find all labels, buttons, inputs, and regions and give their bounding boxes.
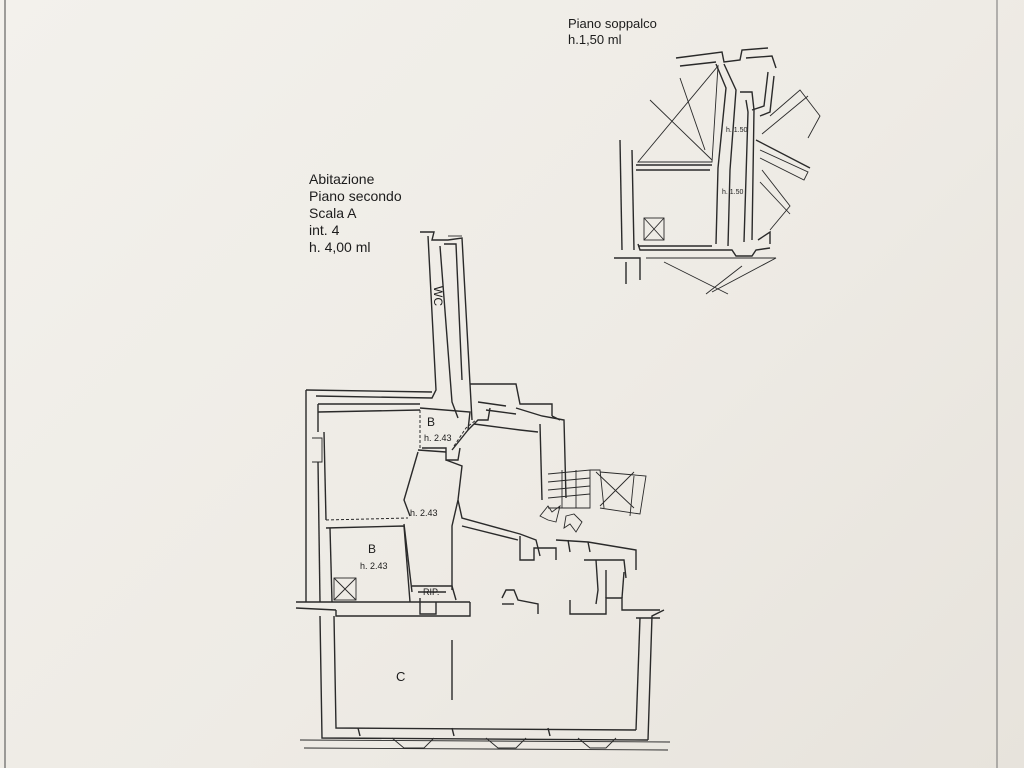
room-label-rip: RIP. <box>423 587 440 597</box>
mezzanine-height-1: h. 1.50 <box>726 127 748 134</box>
mezzanine-title-line-1: Piano soppalco <box>568 16 657 31</box>
main-apartment-plan <box>295 231 671 751</box>
title-line-1: Abitazione <box>309 171 375 187</box>
room-label-c: C <box>396 669 406 684</box>
room-label-b-upper: B <box>427 415 436 429</box>
mezzanine-title-block: Piano soppalco h.1,50 ml <box>568 16 657 48</box>
mezzanine-plan <box>614 47 821 295</box>
sheet-right-edge <box>996 0 998 768</box>
room-height-b-upper: h. 2.43 <box>424 433 452 443</box>
room-label-wc: WC <box>431 286 445 306</box>
title-line-5: h. 4,00 ml <box>309 239 371 255</box>
title-line-4: int. 4 <box>309 222 340 238</box>
room-height-corridor: h. 2.43 <box>410 508 438 518</box>
apartment-title-block: Abitazione Piano secondo Scala A int. 4 … <box>309 171 402 256</box>
mezzanine-title-line-2: h.1,50 ml <box>568 32 622 47</box>
room-height-b-lower: h. 2.43 <box>360 561 388 571</box>
title-line-2: Piano secondo <box>309 188 402 204</box>
title-line-3: Scala A <box>309 205 357 221</box>
sheet-left-edge <box>4 0 6 768</box>
mezzanine-height-2: h. 1.50 <box>722 189 744 196</box>
room-label-b-lower: B <box>368 542 377 556</box>
